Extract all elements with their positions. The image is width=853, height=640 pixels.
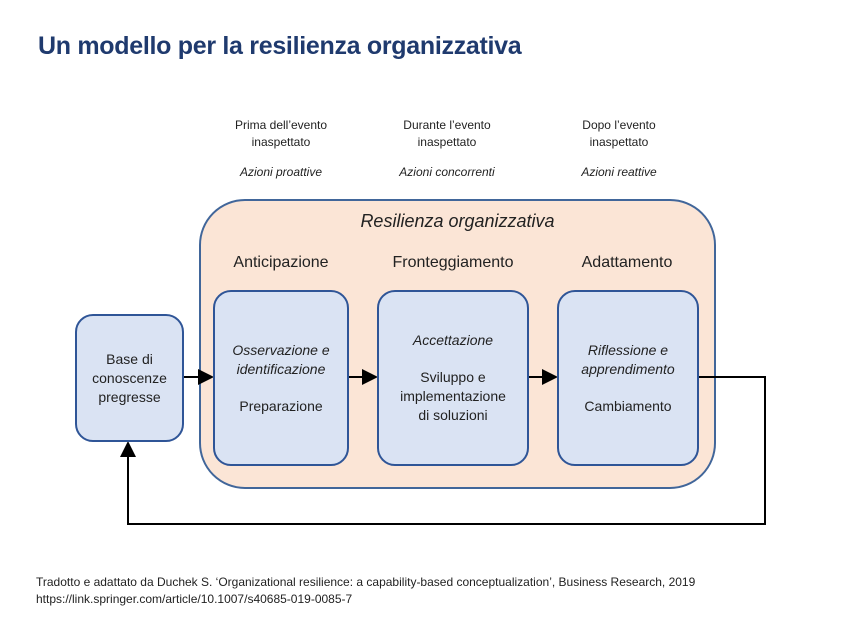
box-text: Cambiamento (584, 397, 672, 414)
resilience-title: Resilienza organizzativa (360, 211, 555, 231)
box-text: di soluzioni (418, 407, 488, 423)
actions-proactive: Azioni proattive (239, 165, 323, 179)
feedback-arrow (120, 376, 766, 525)
base-knowledge-box: Base di conoscenze pregresse (75, 314, 184, 442)
citation-link[interactable]: https://link.springer.com/article/10.100… (36, 592, 353, 606)
capability-adaptation: Adattamento (581, 254, 673, 271)
phase-label: inaspettato (251, 135, 311, 149)
adaptation-box: Riflessione e apprendimento Cambiamento (557, 290, 699, 466)
phase-after: Dopo l’evento inaspettato (534, 117, 704, 151)
phase-label: Prima dell’evento (234, 118, 328, 132)
box-text: Sviluppo e (420, 369, 486, 385)
box-italic-text: Accettazione (412, 332, 494, 348)
actions-reactive: Azioni reattive (581, 165, 657, 179)
box-italic-text: Riflessione e (587, 341, 669, 358)
citation: Tradotto e adattato da Duchek S. ‘Organi… (36, 574, 695, 608)
box-italic-text: identificazione (236, 360, 326, 377)
capability-anticipation: Anticipazione (233, 254, 329, 271)
phase-label: inaspettato (417, 135, 477, 149)
box-text: Preparazione (239, 397, 323, 414)
box-italic-text: apprendimento (581, 360, 675, 377)
phase-before: Prima dell’evento inaspettato (196, 117, 366, 151)
box-text: implementazione (400, 388, 506, 404)
anticipation-box: Osservazione e identificazione Preparazi… (213, 290, 349, 466)
citation-text: Tradotto e adattato da Duchek S. ‘Organi… (36, 575, 696, 589)
actions-concurrent: Azioni concorrenti (399, 165, 495, 179)
box-text: pregresse (98, 388, 161, 405)
capability-coping: Fronteggiamento (392, 254, 514, 271)
page-title: Un modello per la resilienza organizzati… (38, 32, 522, 60)
box-text: Base di (106, 350, 153, 367)
phase-label: inaspettato (589, 135, 649, 149)
box-italic-text: Osservazione e (232, 341, 330, 358)
coping-box: Accettazione Sviluppo e implementazione … (377, 290, 529, 466)
phase-label: Durante l’evento (403, 118, 491, 132)
phase-label: Dopo l’evento (582, 118, 656, 132)
box-text: conoscenze (92, 369, 167, 386)
phase-during: Durante l’evento inaspettato (362, 117, 532, 151)
